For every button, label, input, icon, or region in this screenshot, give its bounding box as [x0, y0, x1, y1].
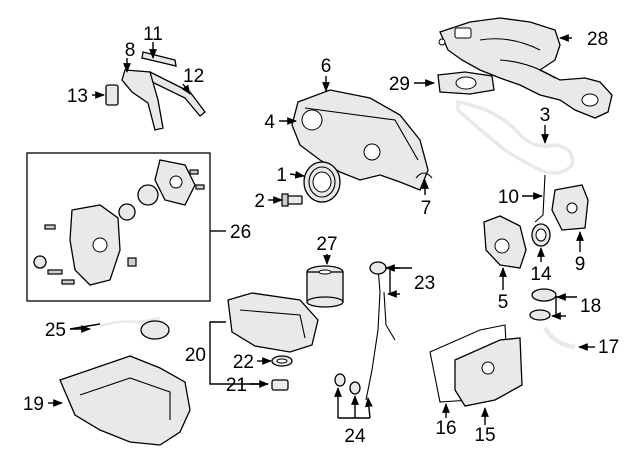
callout-19: 19: [23, 394, 44, 415]
callout-23: 23: [414, 273, 435, 294]
pulley-bolt-part: [281, 193, 303, 207]
callout-11: 11: [143, 24, 163, 45]
leader-lines: [48, 34, 595, 425]
callout-8: 8: [125, 40, 136, 61]
crank-pulley-part: [303, 161, 341, 203]
callout-27: 27: [316, 234, 337, 255]
cover-clip-part: [415, 172, 433, 179]
seal-strip-part: [534, 174, 546, 223]
callout-29: 29: [389, 74, 410, 95]
callout-5: 5: [498, 292, 509, 313]
callout-4: 4: [264, 112, 275, 133]
callout-10: 10: [498, 187, 519, 208]
drain-plug-gasket-part: [271, 355, 293, 367]
belt-guides-part: [105, 51, 206, 131]
oil-filter-part: [306, 265, 344, 308]
callout-18: 18: [580, 296, 601, 317]
callout-13: 13: [67, 86, 88, 107]
timing-cover-part: [291, 89, 429, 191]
timing-belt-part: [456, 99, 575, 175]
drain-plug-part: [271, 379, 289, 391]
manifold-gasket-part: [437, 71, 495, 95]
callout-25: 25: [45, 320, 66, 341]
lower-oil-pan-part: [59, 355, 191, 446]
oil-pump-assembly-box: [26, 152, 211, 302]
callout-1: 1: [276, 165, 287, 186]
intake-manifold-part: [438, 17, 613, 119]
valve-cover-part: [454, 337, 523, 407]
callout-12: 12: [183, 66, 204, 87]
callout-24: 24: [344, 426, 366, 447]
oil-seal-part: [531, 223, 551, 247]
callout-7: 7: [421, 198, 432, 219]
callout-3: 3: [540, 105, 551, 126]
callout-28: 28: [587, 29, 608, 50]
callout-26: 26: [230, 222, 251, 243]
callout-14: 14: [530, 264, 552, 285]
callout-21: 21: [226, 375, 247, 396]
callout-22: 22: [233, 352, 254, 373]
rear-timing-cover-part: [483, 215, 527, 269]
callout-2: 2: [254, 191, 265, 212]
upper-oil-pan-part: [227, 292, 319, 353]
callout-6: 6: [321, 56, 332, 77]
oil-pickup-tube-part: [99, 316, 170, 340]
callout-17: 17: [598, 337, 619, 358]
tensioner-bracket-part: [551, 184, 589, 231]
oil-dipstick-part: [365, 261, 396, 401]
callout-labels: 11 8 12 13 6 4 1 2 7 28 29 3 10 9 14 5 2…: [23, 24, 619, 447]
callout-15: 15: [474, 425, 495, 446]
callout-16: 16: [435, 418, 456, 439]
callout-20: 20: [185, 345, 206, 366]
oil-cap-part: [529, 288, 557, 321]
oil-filler-tube-part: [543, 326, 576, 350]
dipstick-seals-part: [334, 373, 361, 395]
callout-9: 9: [575, 254, 586, 275]
